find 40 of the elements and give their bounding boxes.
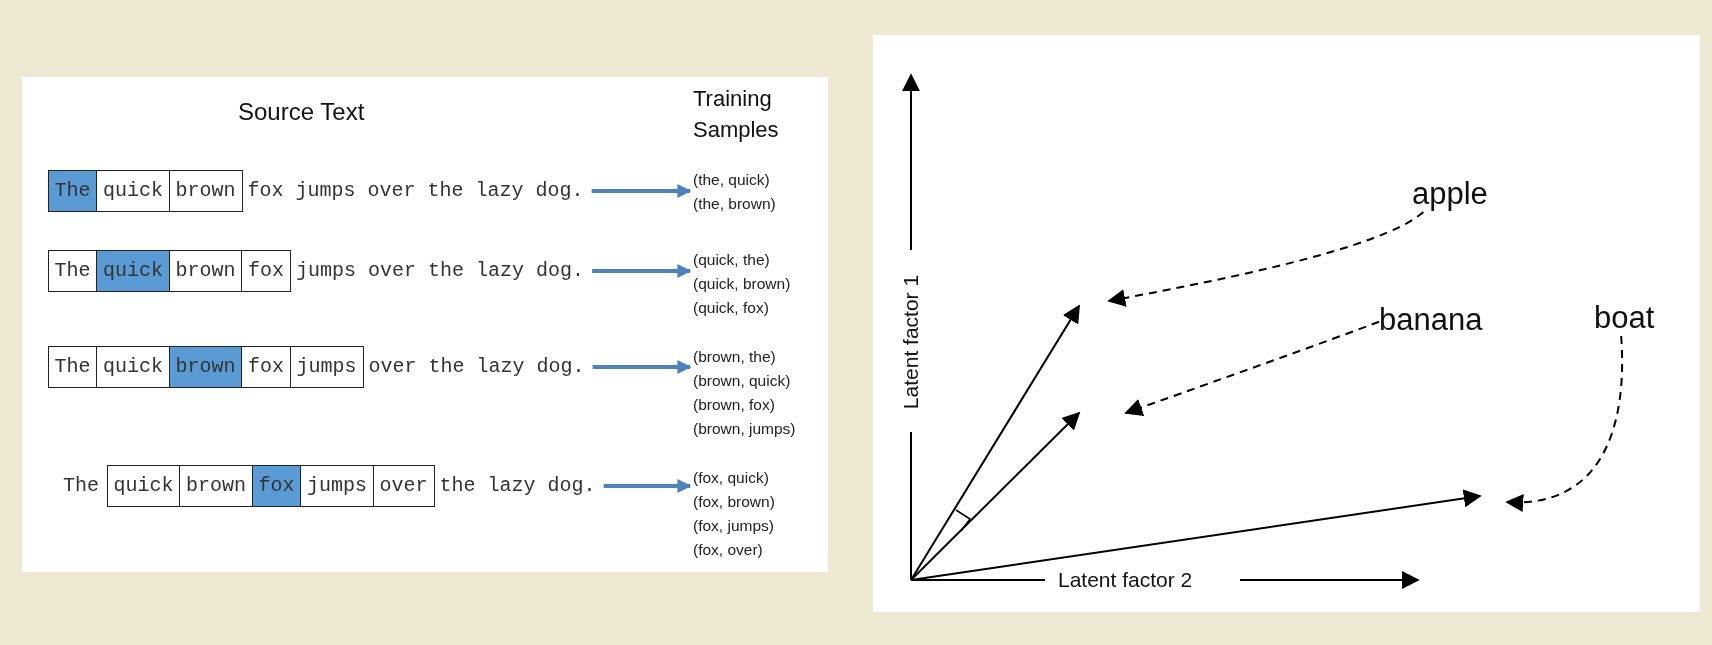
word-box: brown (168, 250, 243, 292)
word-pair-list: (fox, quick) (fox, brown) (fox, jumps) (fox, over) (693, 466, 775, 562)
highlighted-word-box: The (47, 170, 98, 212)
arrow (592, 360, 692, 374)
leader-line (1107, 211, 1425, 307)
highlighted-word-box: fox (251, 465, 302, 507)
word-box: brown (168, 170, 243, 212)
word-box: jumps (289, 346, 364, 388)
leader-line (1124, 320, 1380, 416)
word-box: quick (106, 465, 181, 507)
word-box: brown (179, 465, 254, 507)
word-box: quick (96, 346, 171, 388)
word-box: jumps (300, 465, 375, 507)
word-box: fox (241, 346, 292, 388)
axis-label: Latent factor 2 (1058, 568, 1193, 592)
word-pair-list: (quick, the) (quick, brown) (quick, fox) (693, 248, 791, 320)
highlighted-word-box: brown (168, 346, 243, 388)
word-label: The (62, 473, 100, 499)
sentence-text: fox jumps over the lazy dog. (242, 171, 589, 211)
leader-line (1505, 335, 1624, 511)
arrow (591, 184, 692, 198)
word-label: apple (1412, 176, 1488, 212)
word-box: The (47, 346, 98, 388)
word-label: boat (1594, 300, 1655, 336)
sentence-text: jumps over the lazy dog. (291, 251, 590, 291)
word-pair-list: (brown, the) (brown, quick) (brown, fox) (brown, jumps) (693, 345, 796, 441)
word-box: over (372, 465, 435, 507)
word-box: The (47, 250, 98, 292)
word-pair-list: (the, quick) (the, brown) (693, 168, 776, 216)
heading: Training Samples (693, 85, 780, 144)
word-box: fox (241, 250, 292, 292)
sentence-text: the lazy dog. (434, 466, 601, 506)
word-label: banana (1379, 302, 1483, 338)
heading: Source Text (238, 98, 365, 126)
sentence-text: over the lazy dog. (363, 347, 590, 387)
highlighted-word-box: quick (96, 250, 171, 292)
axis-label: Latent factor 1 (899, 274, 924, 410)
word-box: quick (96, 170, 171, 212)
arrow (603, 479, 692, 493)
arrow (592, 264, 692, 278)
